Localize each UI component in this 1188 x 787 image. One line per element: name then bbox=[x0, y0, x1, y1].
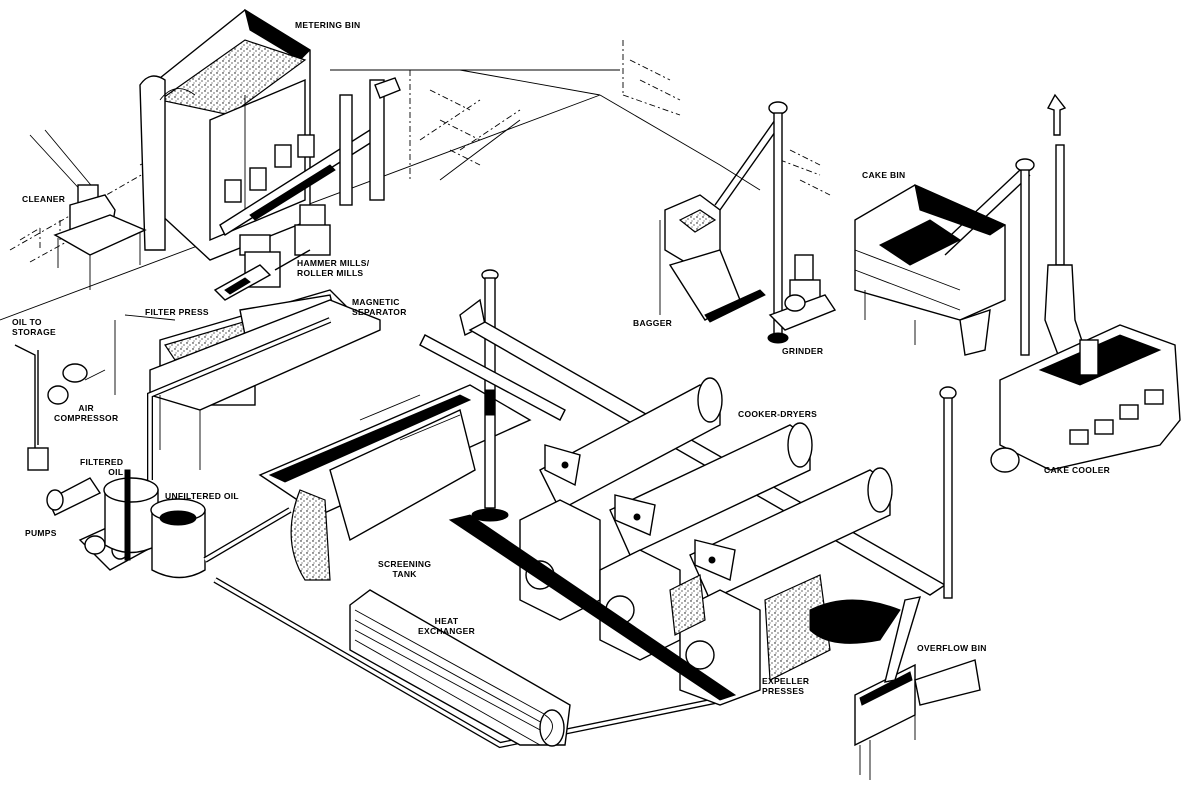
filter-press bbox=[114, 289, 381, 470]
label-metering-bin: METERING BIN bbox=[295, 20, 361, 30]
hammer-mills bbox=[213, 204, 331, 301]
label-grinder: GRINDER bbox=[782, 346, 824, 356]
label-expeller-presses: EXPELLER PRESSES bbox=[762, 676, 810, 696]
label-oil-to-storage: OIL TO STORAGE bbox=[12, 317, 56, 337]
label-air-compressor: AIR COMPRESSOR bbox=[54, 403, 119, 423]
filtered-oil-tank bbox=[103, 469, 159, 561]
label-cleaner: CLEANER bbox=[22, 194, 66, 204]
label-cake-bin: CAKE BIN bbox=[862, 170, 906, 180]
cooker-dryer-1 bbox=[539, 377, 723, 511]
label-magnetic-separator: MAGNETIC SEPARATOR bbox=[352, 297, 407, 317]
cooker-dryer-2 bbox=[609, 422, 813, 556]
oil-pipes bbox=[147, 317, 721, 749]
screw-conveyor bbox=[219, 77, 401, 237]
cake-bin bbox=[854, 158, 1035, 356]
label-hammer-mills: HAMMER MILLS/ ROLLER MILLS bbox=[297, 258, 370, 278]
screening-tank bbox=[258, 384, 532, 581]
label-cake-cooler: CAKE COOLER bbox=[1044, 465, 1111, 475]
cooker-dryer-3 bbox=[689, 467, 893, 601]
bagger-elevator bbox=[767, 101, 789, 344]
label-screening-tank: SCREENING TANK bbox=[378, 559, 432, 579]
overflow-bin bbox=[809, 386, 981, 780]
grinder bbox=[768, 254, 837, 331]
label-overflow-bin: OVERFLOW BIN bbox=[917, 643, 987, 653]
label-heat-exchanger: HEAT EXCHANGER bbox=[418, 616, 476, 636]
bagger bbox=[659, 119, 781, 323]
label-cooker-dryers: COOKER-DRYERS bbox=[738, 409, 818, 419]
unfiltered-oil-tank bbox=[150, 498, 206, 579]
label-bagger: BAGGER bbox=[633, 318, 673, 328]
cleaner bbox=[29, 129, 147, 290]
label-filter-press: FILTER PRESS bbox=[145, 307, 209, 317]
oil-to-storage-pipe bbox=[14, 344, 49, 471]
main-conveyor bbox=[419, 321, 947, 596]
expeller-presses bbox=[448, 499, 831, 706]
label-unfiltered-oil: UNFILTERED OIL bbox=[165, 491, 239, 501]
cake-cooler bbox=[990, 93, 1181, 473]
brick-wall-right bbox=[599, 40, 831, 196]
label-pumps: PUMPS bbox=[25, 528, 57, 538]
air-compressor bbox=[47, 363, 106, 405]
label-filtered-oil: FILTERED OIL bbox=[80, 457, 124, 477]
heat-exchanger bbox=[349, 589, 571, 747]
